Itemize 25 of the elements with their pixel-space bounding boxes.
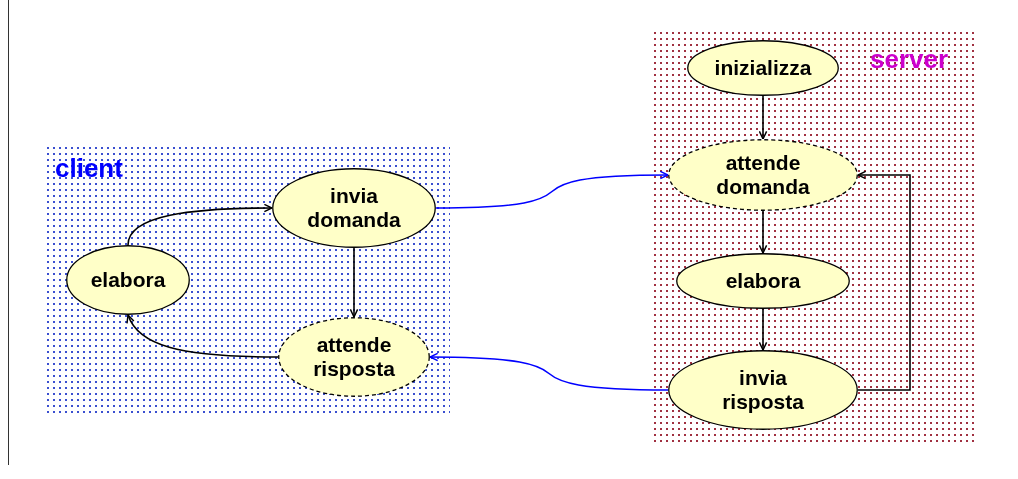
- arrow: [349, 247, 359, 318]
- state-ellipse: [66, 245, 190, 315]
- arrow: [127, 203, 273, 246]
- state-label: elabora: [725, 268, 801, 294]
- arrow: [435, 170, 669, 209]
- state-ellipse: [676, 253, 850, 309]
- arrow: [758, 95, 768, 140]
- state-ellipse: [687, 40, 839, 96]
- arrow: [429, 352, 669, 391]
- state-label: inizializza: [714, 55, 812, 81]
- state-ellipse: [668, 139, 858, 211]
- state-label: elabora: [90, 267, 166, 293]
- arrow: [758, 308, 768, 351]
- state-ellipse: [278, 317, 430, 397]
- state-label: invia domanda: [306, 183, 402, 233]
- state-label: invia risposta: [721, 365, 805, 415]
- state-label: attende risposta: [312, 332, 396, 382]
- state-label: attende domanda: [715, 150, 811, 200]
- arrow: [127, 314, 279, 358]
- state-ellipse: [272, 168, 436, 248]
- arrow: [758, 210, 768, 254]
- region-label: client: [55, 153, 123, 184]
- region-label: server: [870, 44, 949, 75]
- state-ellipse: [668, 350, 858, 430]
- arrow: [857, 170, 911, 391]
